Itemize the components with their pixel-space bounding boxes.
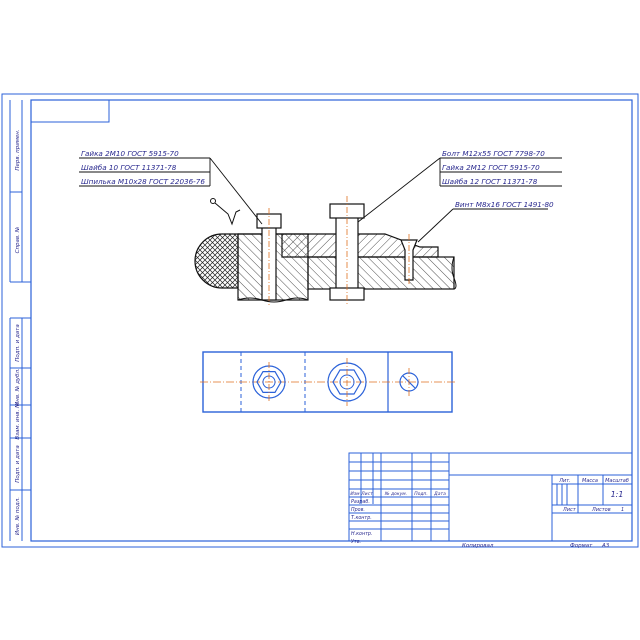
- format-value: А3: [601, 543, 610, 549]
- inner-frame: [30, 99, 633, 542]
- callout-left-2: Шпилька М10х28 ГОСТ 22036-76: [81, 177, 205, 186]
- side-strip-label-4: Взам. инв. №: [15, 402, 21, 440]
- leader-lines: [79, 157, 562, 243]
- lit-label: Лит.: [558, 478, 571, 484]
- lower-plate: [307, 256, 455, 290]
- mass-label: Масса: [582, 478, 598, 484]
- stamp-role-4: Н.контр.: [351, 531, 372, 537]
- section-view: [194, 196, 457, 306]
- stamp-role-5: Утв.: [351, 539, 361, 545]
- callout-right-2: Шайба 12 ГОСТ 11371-78: [442, 177, 538, 186]
- callout-right-1: Гайка 2М12 ГОСТ 5915-70: [442, 163, 540, 172]
- side-strip-label-2: Подп. и дата: [15, 324, 21, 362]
- plan-bolt-head: [332, 369, 362, 395]
- stamp-role-2: Т.контр.: [351, 515, 372, 521]
- copied-label: Копировал: [462, 543, 494, 549]
- stamp-header-4: Дата: [433, 491, 446, 497]
- stamp-header-0: Изм: [350, 491, 360, 497]
- side-strip: [9, 100, 31, 541]
- callout-left-1: Шайба 10 ГОСТ 11371-78: [81, 163, 177, 172]
- corner-box: [30, 99, 110, 123]
- callout-right-0: Болт М12х55 ГОСТ 7798-70: [442, 149, 545, 158]
- round-bar-section: [194, 233, 239, 289]
- outer-border: [1, 93, 639, 548]
- sheets-label: Листов: [591, 507, 611, 513]
- side-strip-label-0: Перв. примен.: [15, 129, 21, 171]
- sheet-label: Лист: [562, 507, 577, 513]
- side-strip-label-5: Подп. и дата: [15, 445, 21, 483]
- scale-label: Масштаб: [605, 478, 629, 484]
- title-block: [348, 452, 633, 542]
- stamp-header-1: Лист: [360, 491, 373, 497]
- sheets-value: 1: [621, 507, 624, 513]
- roughness-symbol: [210, 198, 241, 226]
- stamp-role-0: Разраб.: [351, 499, 370, 505]
- scale-value: 1:1: [611, 490, 624, 499]
- plan-view: [200, 351, 456, 413]
- callout-screw: Винт М8х16 ГОСТ 1491-80: [455, 200, 554, 209]
- stamp-role-1: Пров.: [351, 507, 365, 513]
- stamp-header-2: № докум.: [384, 491, 407, 497]
- format-label: Формат: [570, 543, 593, 549]
- plan-nut-left: [256, 371, 282, 393]
- callout-left-0: Гайка 2М10 ГОСТ 5915-70: [81, 149, 179, 158]
- stamp-header-3: Подп.: [414, 491, 428, 497]
- side-strip-label-1: Справ. №: [15, 226, 21, 253]
- side-strip-label-6: Инв. № подл.: [15, 497, 21, 535]
- side-strip-label-3: Инв. № дубл.: [15, 368, 21, 406]
